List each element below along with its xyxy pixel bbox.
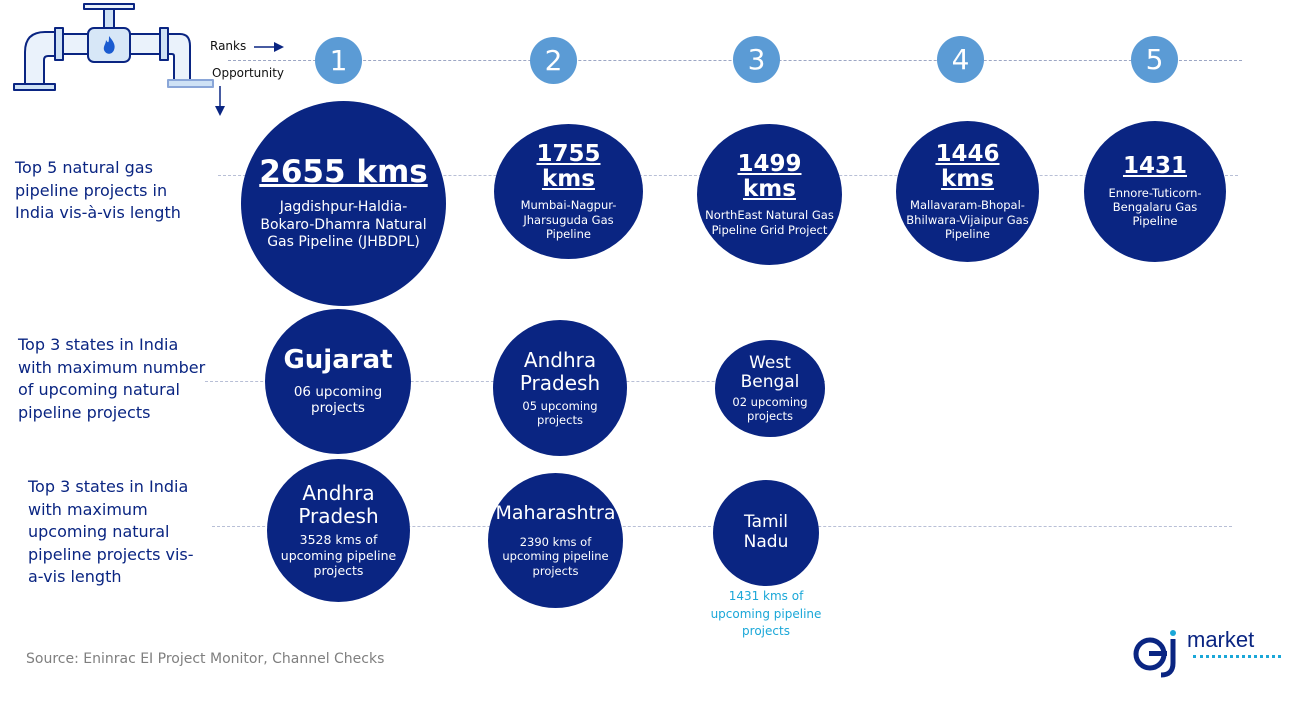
source-note: Source: Eninrac EI Project Monitor, Chan… [26,651,385,667]
state-projects: 05 upcoming projects [522,398,598,427]
pipeline-length: 2655 kms [259,154,428,191]
row-1-label: Top 5 natural gas pipeline projects in I… [15,158,181,222]
rank-number: 3 [747,43,766,76]
rank-badge-2: 2 [530,37,577,84]
state-name: Tamil Nadu [743,512,789,552]
pipeline-length: 1431 [1122,153,1187,180]
state-count-bubble-3: West Bengal 02 upcoming projects [715,340,825,437]
pipeline-bubble-5: 1431 Ennore-Tuticorn-Bengalaru Gas Pipel… [1084,121,1226,262]
pipeline-bubble-1: 2655 kms Jagdishpur-Haldia-Bokaro-Dhamra… [241,101,446,306]
state-pipeline-length: 3528 kms of upcoming pipeline projects [280,532,397,579]
pipeline-name: Ennore-Tuticorn-Bengalaru Gas Pipeline [1108,185,1202,229]
rank-number: 2 [544,44,563,77]
pipeline-name: Mumbai-Nagpur-Jharsuguda Gas Pipeline [520,198,617,241]
state-projects: 06 upcoming projects [293,383,383,417]
pipeline-length: 1755 kms [536,140,601,192]
pipeline-length: 1499 kms [737,150,802,203]
state-pipeline-length: 2390 kms of upcoming pipeline projects [502,534,609,578]
legend-opportunity-label: Opportunity [212,66,285,80]
pipeline-bubble-2: 1755 kms Mumbai-Nagpur-Jharsuguda Gas Pi… [494,124,643,259]
state-name: West Bengal [740,352,800,393]
pipeline-bubble-3: 1499 kms NorthEast Natural Gas Pipeline … [697,124,842,265]
row-2-label: Top 3 states in India with maximum numbe… [18,335,206,422]
state-length-bubble-2: Maharashtra 2390 kms of upcoming pipelin… [488,473,623,608]
rank-number: 5 [1145,43,1164,76]
state-length-bubble-3: Tamil Nadu [713,480,819,586]
state-length-bubble-1: Andhra Pradesh 3528 kms of upcoming pipe… [267,459,410,602]
legend-ranks-label: Ranks [210,39,247,53]
state-count-bubble-1: Gujarat 06 upcoming projects [265,309,411,454]
rank-badge-5: 5 [1131,36,1178,83]
pipeline-name: Jagdishpur-Haldia-Bokaro-Dhamra Natural … [260,199,427,251]
legend-opportunity: Opportunity [212,66,284,80]
rank-number: 4 [951,43,970,76]
state-name: Maharashtra [495,502,616,525]
arrow-down-icon [215,86,225,116]
rank-badge-1: 1 [315,37,362,84]
pipeline-name: Mallavaram-Bhopal-Bhilwara-Vijaipur Gas … [906,198,1029,241]
state-pipeline-length-note: 1431 kms of upcoming pipeline projects [710,589,822,638]
company-logo: market [1133,627,1285,679]
ej-logo-icon [1133,630,1176,678]
rank-badge-3: 3 [733,36,780,83]
state-name: Andhra Pradesh [519,347,601,395]
row-3-label: Top 3 states in India with maximum upcom… [28,477,194,586]
rank-badge-4: 4 [937,36,984,83]
logo-text: market [1187,627,1255,652]
arrow-right-icon [254,42,284,52]
logo-dots [1193,655,1281,661]
rank-number: 1 [329,44,348,77]
state-count-bubble-2: Andhra Pradesh 05 upcoming projects [493,320,627,456]
state-name: Gujarat [283,344,393,375]
state-name: Andhra Pradesh [298,481,379,529]
pipeline-bubble-4: 1446 kms Mallavaram-Bhopal-Bhilwara-Vija… [896,121,1039,262]
pipeline-valve-icon [13,3,214,91]
pipeline-length: 1446 kms [935,140,1000,192]
pipeline-name: NorthEast Natural Gas Pipeline Grid Proj… [705,208,834,237]
state-projects: 02 upcoming projects [732,394,808,424]
legend-ranks: Ranks [210,39,246,53]
